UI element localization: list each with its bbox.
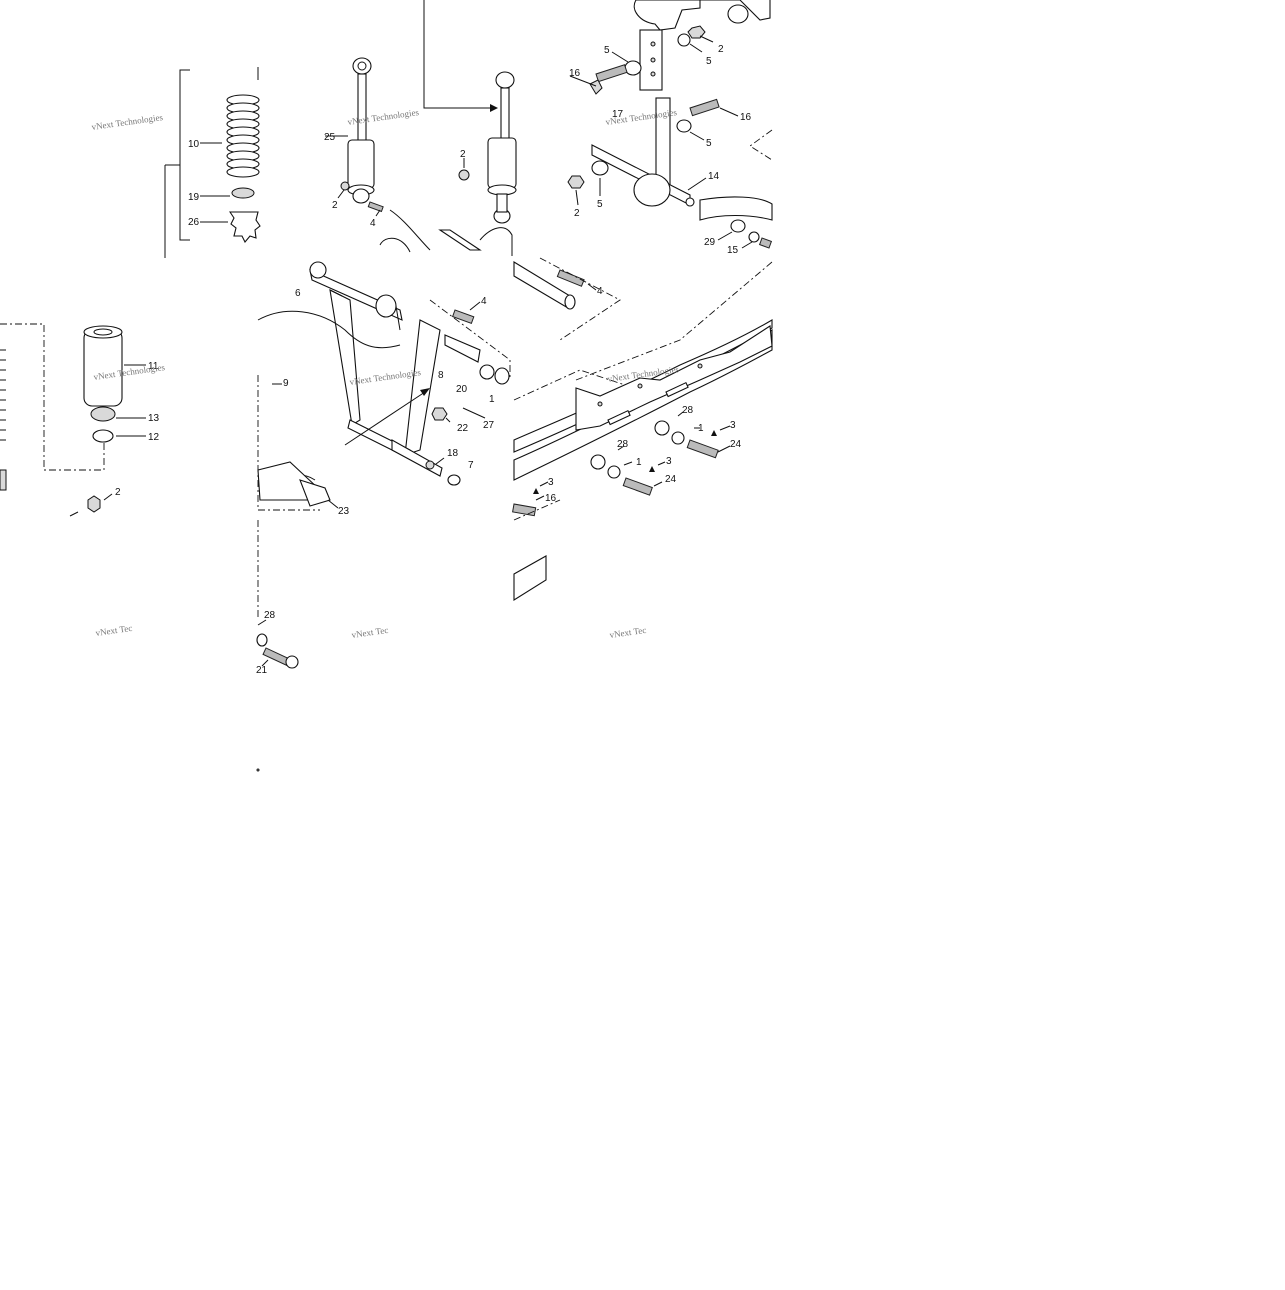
callout: 2 <box>460 149 466 160</box>
callout: 28 <box>617 439 629 450</box>
slide-rail <box>512 261 773 601</box>
callout: 13 <box>148 413 160 424</box>
callout: 2 <box>574 208 580 219</box>
callout: 12 <box>148 432 160 443</box>
callout: 6 <box>295 288 301 299</box>
callout: 24 <box>665 474 677 485</box>
callout: 25 <box>324 132 336 143</box>
callout: 7 <box>468 460 474 471</box>
callout: 17 <box>612 109 624 120</box>
callout: 5 <box>706 56 712 67</box>
callout: 27 <box>483 420 495 431</box>
callout: 16 <box>569 68 581 79</box>
callout: 3 <box>666 456 672 467</box>
callout: 28 <box>682 405 694 416</box>
coil-spring <box>226 94 260 178</box>
adjuster-ring <box>228 211 261 243</box>
callout: 9 <box>283 378 289 389</box>
callout: 3 <box>730 420 736 431</box>
callout: 23 <box>338 506 350 517</box>
callout: 2 <box>718 44 724 55</box>
rubber-bumper <box>0 323 146 517</box>
watermark: vNext Tec <box>609 625 647 640</box>
callout: 3 <box>548 477 554 488</box>
callout: 14 <box>708 171 720 182</box>
shock-absorber-2 <box>379 0 517 256</box>
callout: 29 <box>704 237 716 248</box>
bottom-bolt <box>256 619 299 772</box>
callout: 16 <box>740 112 752 123</box>
watermark: vNext Technologies <box>349 367 422 387</box>
callout: 20 <box>456 384 468 395</box>
callout: 18 <box>447 448 459 459</box>
callout: 8 <box>438 370 444 381</box>
callout: 24 <box>730 439 742 450</box>
callout: 11 <box>148 361 159 372</box>
callout: 22 <box>457 423 469 434</box>
callout: 2 <box>115 487 121 498</box>
callout: 19 <box>188 192 200 203</box>
callout: 2 <box>332 200 338 211</box>
callout: 1 <box>698 423 704 434</box>
watermark: vNext Tec <box>351 625 389 640</box>
shock-absorber <box>325 57 431 251</box>
callout: 10 <box>188 139 200 150</box>
callout: 1 <box>489 394 495 405</box>
callout: 1 <box>636 457 642 468</box>
callout: 26 <box>188 217 200 228</box>
callout: 4 <box>481 296 487 307</box>
callout: 15 <box>727 245 739 256</box>
watermark: vNext Tec <box>95 623 133 638</box>
spring-seat <box>231 187 255 199</box>
swing-arm <box>257 261 511 620</box>
callout: 5 <box>597 199 603 210</box>
callout: 4 <box>597 286 603 297</box>
callout: 28 <box>264 610 276 621</box>
watermarks: vNext Technologies vNext Technologies vN… <box>91 107 680 640</box>
callout: 16 <box>545 493 557 504</box>
callout: 5 <box>706 138 712 149</box>
spring-group <box>164 67 261 258</box>
callout: 4 <box>370 218 376 229</box>
callout-labels: 10 19 26 25 2 4 2 5 2 5 16 17 16 5 14 2 … <box>115 44 752 676</box>
callout: 21 <box>256 665 268 676</box>
callout: 5 <box>604 45 610 56</box>
watermark: vNext Technologies <box>91 112 164 132</box>
bracket-assembly <box>567 0 773 249</box>
